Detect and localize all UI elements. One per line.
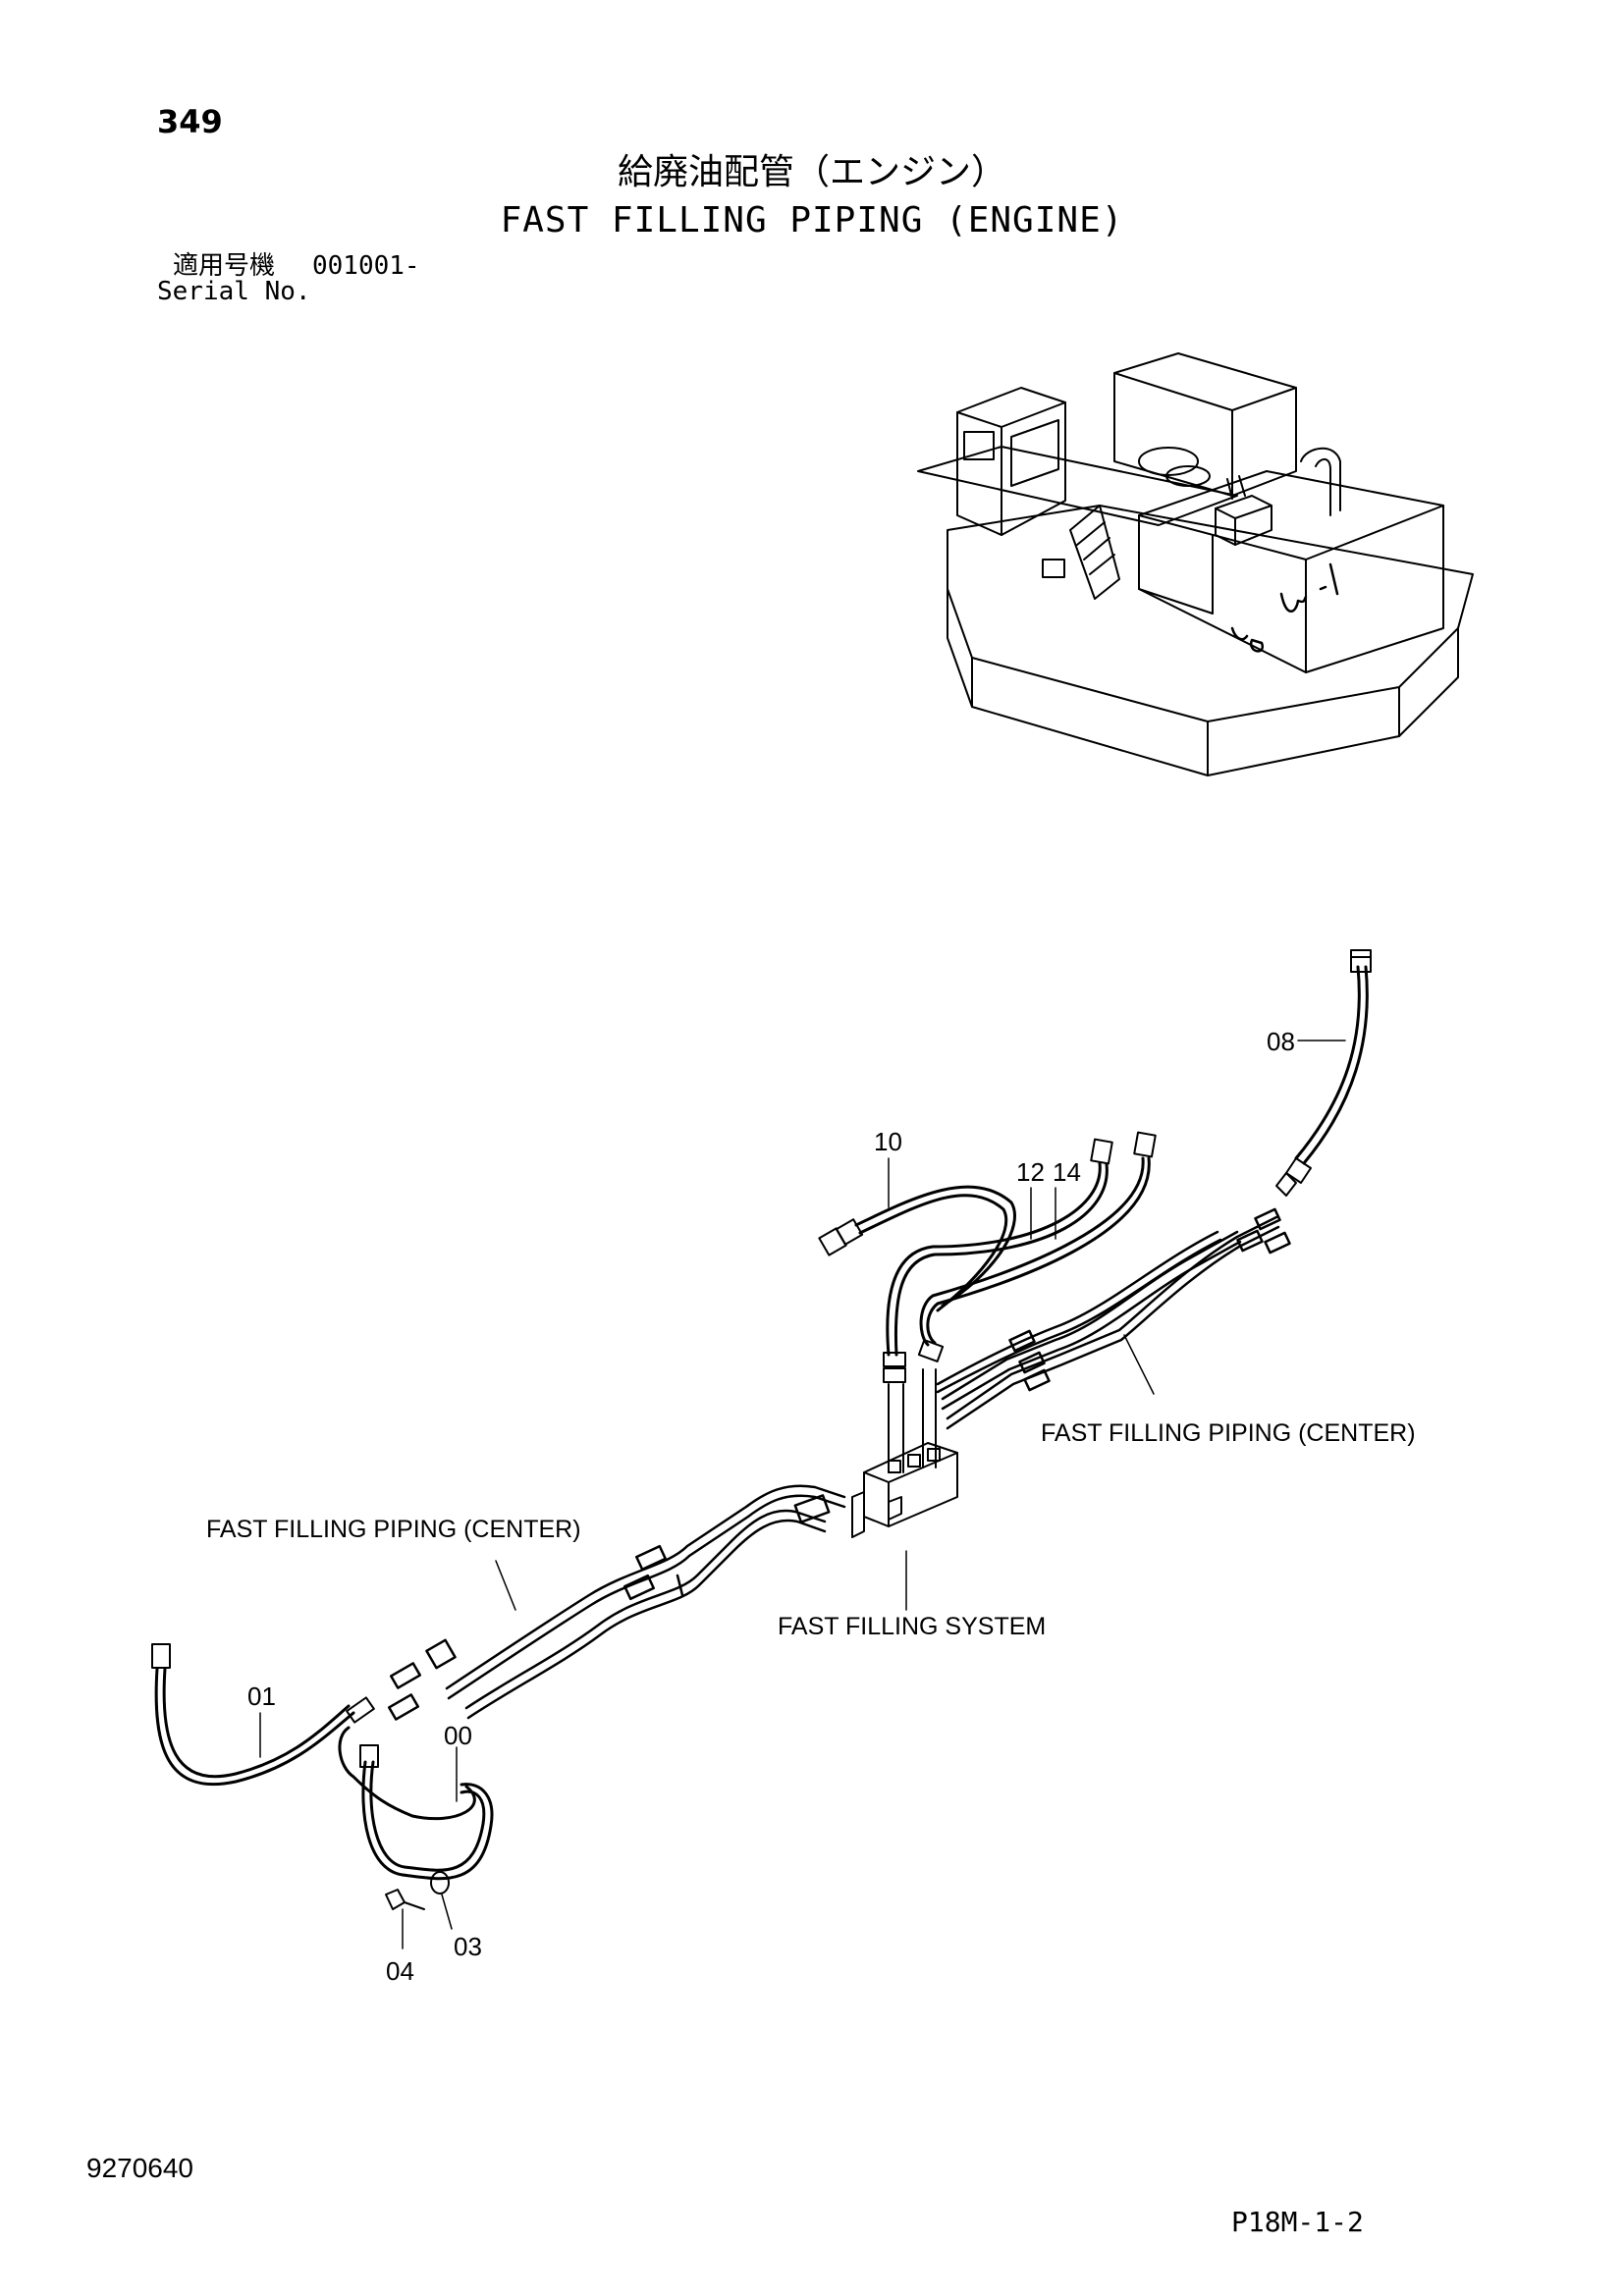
leader-lines bbox=[259, 1040, 1346, 1949]
bolt-04 bbox=[385, 1889, 406, 1910]
callout-filling-system: FAST FILLING SYSTEM bbox=[778, 1613, 1047, 1640]
center-pipes-right bbox=[936, 1207, 1291, 1430]
ref-08: 08 bbox=[1267, 1027, 1295, 1056]
ref-04: 04 bbox=[386, 1956, 414, 1986]
center-pipes-left bbox=[387, 1484, 846, 1721]
ref-14: 14 bbox=[1053, 1157, 1081, 1187]
engine-house-roof bbox=[1113, 352, 1297, 411]
ref-01: 01 bbox=[247, 1682, 276, 1711]
fast-filling-system-block bbox=[851, 1368, 958, 1538]
hose-00-fitting bbox=[359, 1744, 379, 1768]
serial-value: 001001- bbox=[312, 251, 420, 281]
callout-piping-center-left: FAST FILLING PIPING (CENTER) bbox=[206, 1516, 581, 1543]
clamp-03 bbox=[430, 1871, 450, 1895]
pontoon-side bbox=[947, 588, 1459, 776]
hose-08 bbox=[1275, 949, 1372, 1197]
hose-00 bbox=[338, 1726, 494, 1910]
diagram-code: 9270640 bbox=[86, 2153, 194, 2183]
serial-label-english: Serial No. bbox=[157, 277, 311, 306]
serial-label-japanese: 適用号機 bbox=[173, 251, 276, 281]
title-japanese: 給廃油配管（エンジン） bbox=[617, 152, 1006, 192]
ref-03: 03 bbox=[454, 1932, 482, 1961]
hose-01-fitting bbox=[151, 1643, 171, 1669]
page-number: 349 bbox=[157, 103, 223, 140]
cab-roof bbox=[956, 387, 1066, 428]
ref-00: 00 bbox=[444, 1721, 472, 1750]
machine-overview-illustration bbox=[917, 352, 1474, 776]
ref-12: 12 bbox=[1016, 1157, 1045, 1187]
deck-plate bbox=[917, 446, 1238, 526]
page-code: P18M-1-2 bbox=[1231, 2206, 1364, 2238]
ref-10: 10 bbox=[874, 1127, 902, 1156]
hose-01 bbox=[151, 1643, 375, 1787]
title-english: FAST FILLING PIPING (ENGINE) bbox=[500, 200, 1124, 240]
hose-08-fitting bbox=[1350, 949, 1372, 973]
callout-piping-center-right: FAST FILLING PIPING (CENTER) bbox=[1041, 1419, 1416, 1447]
hose-group-10-12-14 bbox=[818, 1131, 1157, 1383]
